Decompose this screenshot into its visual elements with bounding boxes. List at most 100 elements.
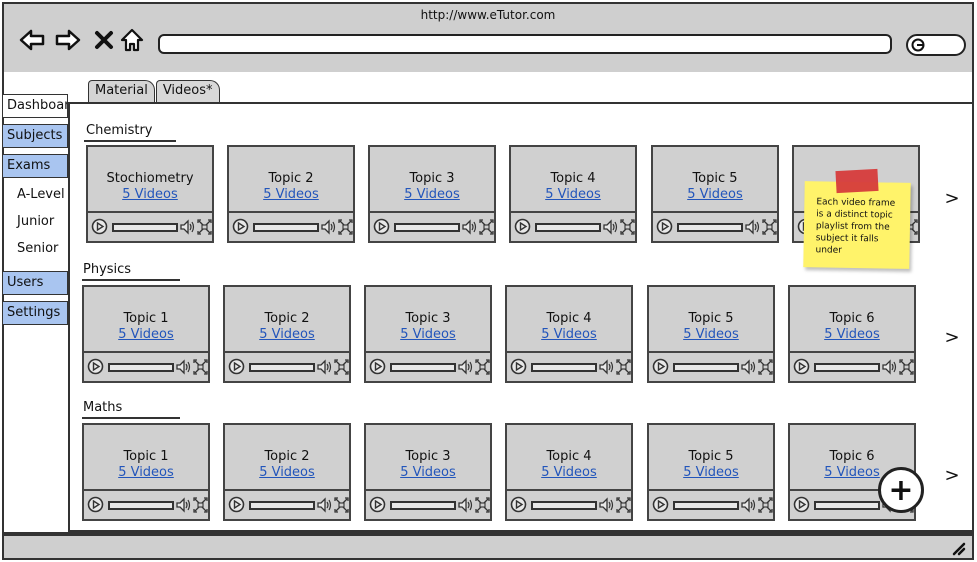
seek-bar[interactable] — [108, 501, 174, 510]
seek-bar[interactable] — [112, 223, 178, 232]
seek-bar[interactable] — [814, 363, 880, 372]
play-icon[interactable] — [373, 218, 390, 235]
play-icon[interactable] — [652, 358, 669, 375]
seek-bar[interactable] — [249, 363, 315, 372]
volume-icon[interactable] — [598, 358, 614, 376]
play-icon[interactable] — [228, 358, 245, 375]
volume-icon[interactable] — [457, 496, 473, 514]
back-arrow-icon[interactable] — [18, 26, 46, 54]
sidebar-subitem-a-level[interactable]: A-Level — [17, 187, 65, 202]
video-count-link-text[interactable]: 5 Videos — [400, 327, 456, 342]
seek-bar[interactable] — [253, 223, 319, 232]
play-icon[interactable] — [514, 218, 531, 235]
seek-bar[interactable] — [531, 501, 597, 510]
fullscreen-icon[interactable] — [616, 358, 631, 376]
video-count-link-text[interactable]: 5 Videos — [404, 187, 460, 202]
seek-bar[interactable] — [108, 363, 174, 372]
video-count-link-text[interactable]: 5 Videos — [259, 327, 315, 342]
video-count-link-text[interactable]: 5 Videos — [400, 465, 456, 480]
resize-grip-icon[interactable] — [950, 540, 966, 556]
play-icon[interactable] — [91, 218, 108, 235]
seek-bar[interactable] — [673, 363, 739, 372]
video-count-link-text[interactable]: 5 Videos — [824, 465, 880, 480]
volume-icon[interactable] — [461, 218, 477, 236]
fullscreen-icon[interactable] — [762, 218, 777, 236]
seek-bar[interactable] — [390, 363, 456, 372]
sidebar-item-dashboard[interactable]: Dashboard — [2, 94, 68, 118]
search-field[interactable] — [906, 34, 966, 56]
video-count-link-text[interactable]: 5 Videos — [545, 187, 601, 202]
fullscreen-icon[interactable] — [197, 218, 212, 236]
video-count-link-text[interactable]: 5 Videos — [687, 187, 743, 202]
seek-bar[interactable] — [673, 501, 739, 510]
play-icon[interactable] — [510, 358, 527, 375]
next-chevron-icon[interactable]: > — [944, 465, 960, 486]
fullscreen-icon[interactable] — [620, 218, 635, 236]
tab-material[interactable]: Material — [88, 80, 155, 102]
fullscreen-icon[interactable] — [193, 496, 208, 514]
video-count-link-text[interactable]: 5 Videos — [122, 187, 178, 202]
volume-icon[interactable] — [320, 218, 336, 236]
fullscreen-icon[interactable] — [475, 496, 490, 514]
volume-icon[interactable] — [740, 358, 756, 376]
address-bar[interactable] — [158, 34, 892, 54]
play-icon[interactable] — [793, 496, 810, 513]
fullscreen-icon[interactable] — [334, 496, 349, 514]
close-icon[interactable] — [90, 26, 118, 54]
fullscreen-icon[interactable] — [479, 218, 494, 236]
sidebar-subitem-senior[interactable]: Senior — [17, 241, 59, 256]
fullscreen-icon[interactable] — [338, 218, 353, 236]
fullscreen-icon[interactable] — [758, 358, 773, 376]
volume-icon[interactable] — [881, 358, 897, 376]
seek-bar[interactable] — [814, 501, 880, 510]
volume-icon[interactable] — [175, 496, 191, 514]
play-icon[interactable] — [510, 496, 527, 513]
volume-icon[interactable] — [744, 218, 760, 236]
play-icon[interactable] — [369, 358, 386, 375]
volume-icon[interactable] — [598, 496, 614, 514]
video-count-link-text[interactable]: 5 Videos — [541, 327, 597, 342]
sidebar-item-users[interactable]: Users — [2, 271, 68, 295]
volume-icon[interactable] — [175, 358, 191, 376]
volume-icon[interactable] — [179, 218, 195, 236]
seek-bar[interactable] — [390, 501, 456, 510]
next-chevron-icon[interactable]: > — [944, 327, 960, 348]
tab-videos[interactable]: Videos* — [155, 80, 220, 102]
home-icon[interactable] — [118, 26, 146, 54]
seek-bar[interactable] — [394, 223, 460, 232]
play-icon[interactable] — [228, 496, 245, 513]
next-chevron-icon[interactable]: > — [944, 188, 960, 209]
fullscreen-icon[interactable] — [758, 496, 773, 514]
video-count-link-text[interactable]: 5 Videos — [263, 187, 319, 202]
seek-bar[interactable] — [249, 501, 315, 510]
video-count-link-text[interactable]: 5 Videos — [259, 465, 315, 480]
fullscreen-icon[interactable] — [193, 358, 208, 376]
volume-icon[interactable] — [740, 496, 756, 514]
play-icon[interactable] — [793, 358, 810, 375]
forward-arrow-icon[interactable] — [54, 26, 82, 54]
fullscreen-icon[interactable] — [616, 496, 631, 514]
play-icon[interactable] — [87, 358, 104, 375]
add-button[interactable]: + — [878, 467, 924, 513]
play-icon[interactable] — [87, 496, 104, 513]
sidebar-item-settings[interactable]: Settings — [2, 301, 68, 325]
play-icon[interactable] — [369, 496, 386, 513]
video-count-link-text[interactable]: 5 Videos — [683, 327, 739, 342]
sidebar-item-exams[interactable]: Exams — [2, 154, 68, 178]
play-icon[interactable] — [232, 218, 249, 235]
seek-bar[interactable] — [677, 223, 743, 232]
volume-icon[interactable] — [457, 358, 473, 376]
fullscreen-icon[interactable] — [899, 358, 914, 376]
